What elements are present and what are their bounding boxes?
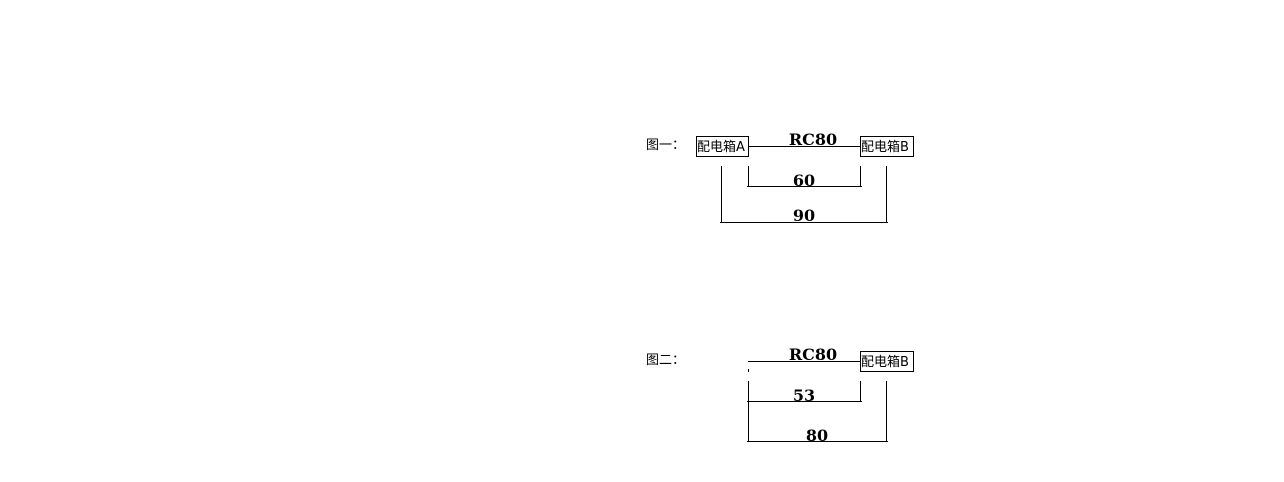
figure-2-label: 图二： bbox=[646, 353, 685, 368]
figure-1: 图一： 配电箱A 配电箱B RC80 60 90 bbox=[646, 130, 914, 225]
distribution-box-b-label: 配电箱B bbox=[861, 139, 909, 155]
figure-1-label: 图一： bbox=[646, 138, 685, 153]
inner-dimension-label: 53 bbox=[793, 386, 815, 405]
conduit-label: RC80 bbox=[789, 130, 837, 149]
outer-dimension-label: 80 bbox=[806, 426, 828, 445]
distribution-box-b bbox=[860, 351, 914, 372]
conduit-label: RC80 bbox=[789, 345, 837, 364]
distribution-box-b-label: 配电箱B bbox=[861, 354, 909, 370]
outer-dimension-label: 90 bbox=[793, 206, 815, 225]
figure-2: 图二： 配电箱B RC80 53 80 bbox=[646, 345, 914, 445]
distribution-box-b bbox=[860, 136, 914, 157]
distribution-box-a-label: 配电箱A bbox=[697, 139, 745, 155]
inner-dimension-label: 60 bbox=[793, 171, 815, 190]
